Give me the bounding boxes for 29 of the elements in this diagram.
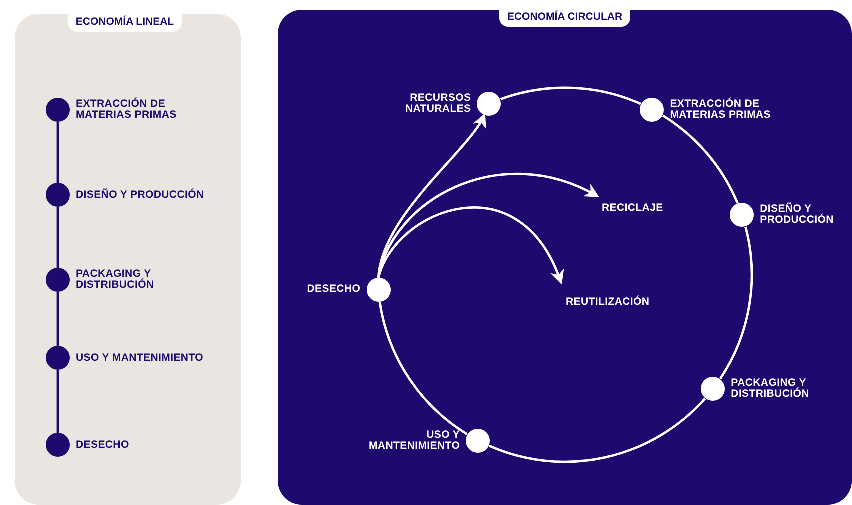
stage-label: DISEÑO Y PRODUCCIÓN [760,204,835,226]
linear-panel [15,14,241,505]
stage-label: REUTILIZACIÓN [566,297,650,308]
stage-label: PACKAGING Y DISTRIBUCIÓN [731,378,810,400]
stage-label: PACKAGING Y DISTRIBUCIÓN [76,269,156,291]
stage-label: DESECHO [306,284,361,296]
circular-panel [278,10,852,505]
connector-line [56,207,60,268]
stage-label: DISEÑO Y PRODUCCIÓN [76,190,206,200]
stage-label: USO Y MANTENIMIENTO [76,352,204,364]
connector-line [56,122,60,183]
connector-line [56,292,60,346]
connector-line [500,86,642,106]
arrow [377,114,486,278]
stage-label: RECICLAJE [602,203,664,214]
stage-label: RECURSOS NATURALES [404,93,472,116]
panel-heading: ECONOMÍA CIRCULAR [499,8,631,27]
stage-label: USO Y MANTENIMIENTO [368,430,460,452]
connector-line [378,302,468,436]
stage-label: EXTRACCIÓN DE MATERIAS PRIMAS [76,99,178,121]
arrow [377,173,600,278]
stage-label: EXTRACCIÓN DE MATERIAS PRIMAS [670,98,772,121]
arrow [377,206,563,285]
connector-line [719,226,754,380]
connector-line [488,398,706,464]
connector-line [662,114,739,204]
stage-label: DESECHO [76,440,130,450]
connector-line [56,370,60,433]
panel-heading: ECONOMÍA LINEAL [68,13,182,32]
